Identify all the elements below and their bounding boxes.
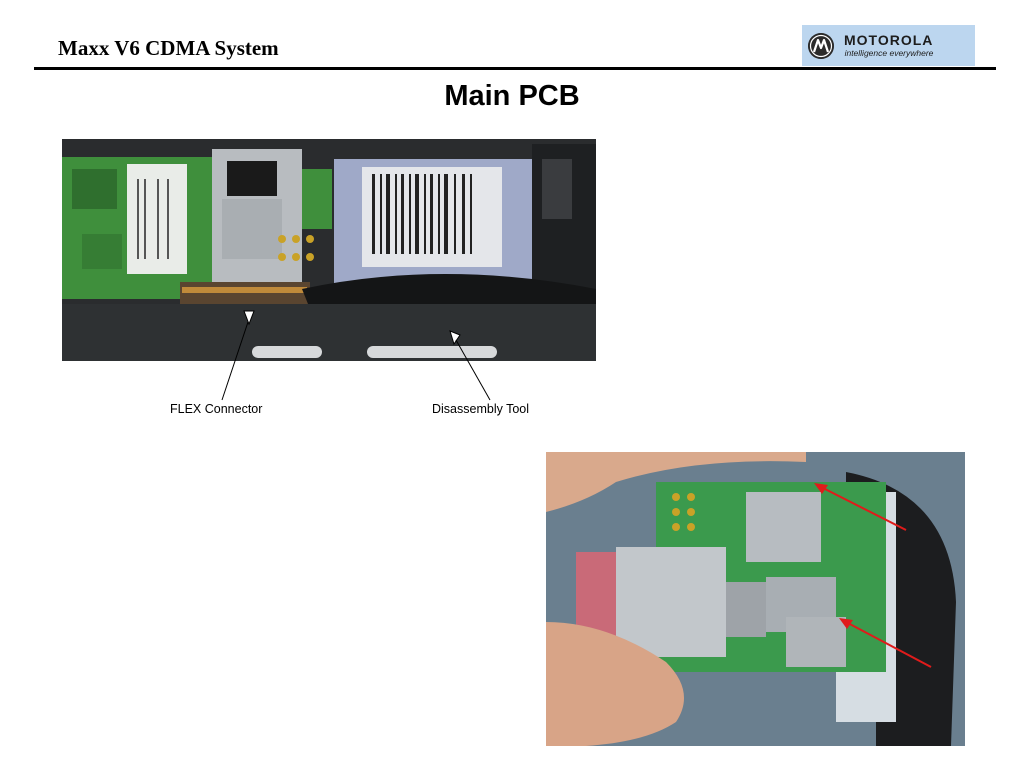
header-title: Maxx V6 CDMA System <box>58 36 279 60</box>
callout-disassembly-tool: Disassembly Tool <box>432 402 530 416</box>
motorola-logo: MOTOROLA intelligence everywhere <box>802 25 975 66</box>
header-divider <box>34 67 996 70</box>
pcb-disassembly-photo <box>62 139 596 371</box>
callout-flex-connector: FLEX Connector <box>170 402 263 416</box>
logo-tagline: intelligence everywhere <box>844 48 934 59</box>
motorola-batwing-icon <box>808 32 834 59</box>
logo-brand: MOTOROLA <box>844 32 934 49</box>
pcb-removal-photo <box>546 452 965 746</box>
page-title: Main PCB <box>444 80 580 112</box>
